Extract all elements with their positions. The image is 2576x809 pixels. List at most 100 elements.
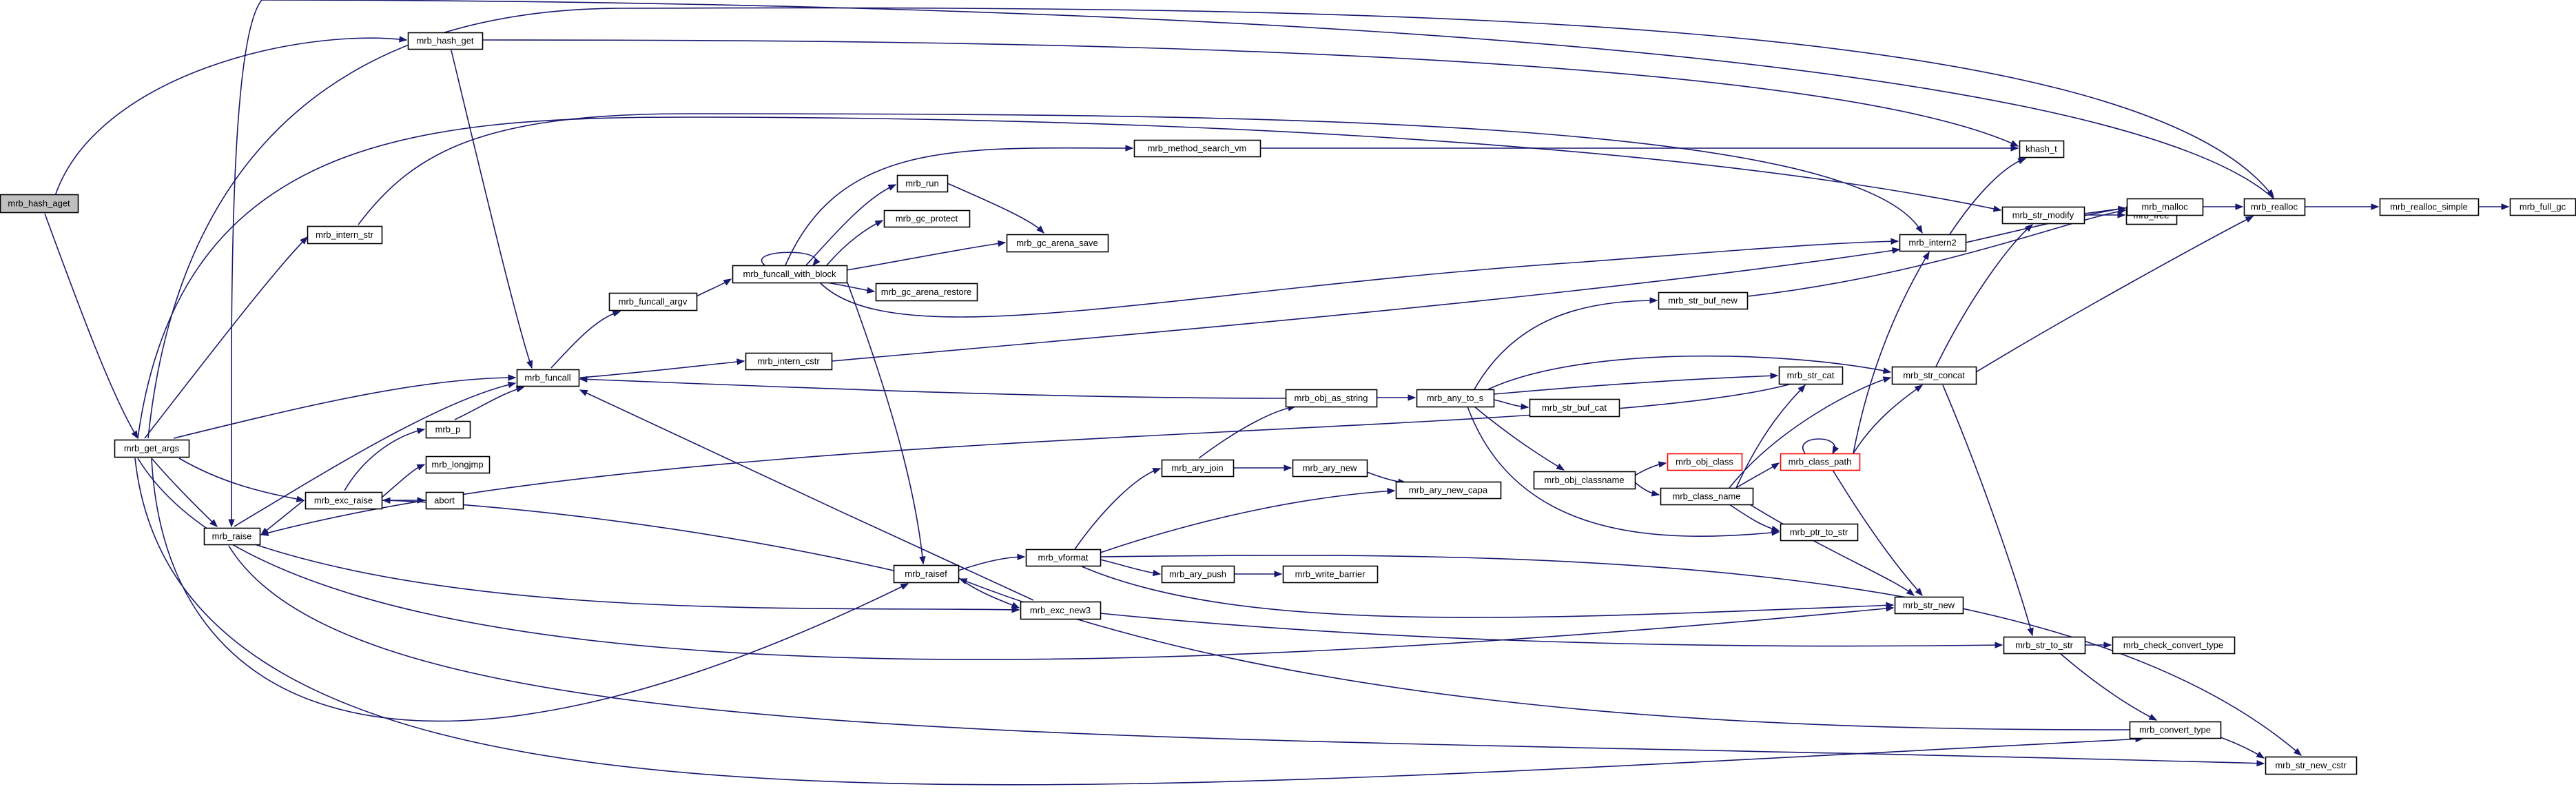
node-mrb_realloc_simple[interactable]: mrb_realloc_simple bbox=[2379, 198, 2480, 216]
node-mrb_ary_new[interactable]: mrb_ary_new bbox=[1292, 459, 1368, 478]
node-mrb_str_to_str[interactable]: mrb_str_to_str bbox=[2003, 636, 2086, 655]
node-mrb_ary_push[interactable]: mrb_ary_push bbox=[1161, 565, 1235, 584]
arrow-head-icon bbox=[919, 556, 926, 565]
node-mrb_str_new[interactable]: mrb_str_new bbox=[1894, 596, 1964, 615]
edge-line bbox=[230, 0, 2274, 527]
edge-mrb_exc_new3-to-mrb_str_to_str bbox=[1100, 613, 2003, 648]
node-mrb_hash_get[interactable]: mrb_hash_get bbox=[407, 32, 484, 50]
node-mrb_realloc[interactable]: mrb_realloc bbox=[2243, 198, 2306, 216]
node-mrb_class_path[interactable]: mrb_class_path bbox=[1780, 453, 1861, 471]
node-mrb_any_to_s[interactable]: mrb_any_to_s bbox=[1416, 389, 1495, 408]
arrow-head-icon bbox=[958, 578, 968, 585]
edge-mrb_raise-to-mrb_exc_new3 bbox=[254, 544, 1020, 613]
node-mrb_str_new_cstr[interactable]: mrb_str_new_cstr bbox=[2265, 756, 2358, 775]
edge-line bbox=[1198, 406, 1296, 459]
node-label: mrb_ary_new bbox=[1303, 463, 1357, 473]
arrow-head-icon bbox=[1771, 525, 1780, 532]
node-box bbox=[1894, 596, 1964, 615]
node-mrb_funcall_with_block[interactable]: mrb_funcall_with_block bbox=[732, 265, 848, 284]
node-mrb_vformat[interactable]: mrb_vformat bbox=[1025, 549, 1102, 567]
node-label: mrb_p bbox=[435, 424, 461, 435]
arrow-head-icon bbox=[228, 519, 235, 528]
node-mrb_str_modify[interactable]: mrb_str_modify bbox=[2001, 206, 2085, 225]
node-mrb_obj_as_string[interactable]: mrb_obj_as_string bbox=[1285, 389, 1378, 408]
edge-line bbox=[54, 37, 407, 196]
edge-mrb_p-to-mrb_funcall bbox=[454, 386, 525, 420]
node-mrb_intern_cstr[interactable]: mrb_intern_cstr bbox=[745, 352, 833, 371]
node-mrb_ary_join[interactable]: mrb_ary_join bbox=[1161, 459, 1235, 478]
node-mrb_ptr_to_str[interactable]: mrb_ptr_to_str bbox=[1780, 523, 1859, 542]
node-mrb_exc_raise[interactable]: mrb_exc_raise bbox=[305, 491, 383, 510]
node-mrb_raise[interactable]: mrb_raise bbox=[203, 527, 261, 546]
node-mrb_longjmp[interactable]: mrb_longjmp bbox=[425, 455, 491, 474]
arrow-head-icon bbox=[1886, 602, 1895, 609]
edge-mrb_class_name-to-mrb_str_new bbox=[1749, 504, 1915, 596]
node-mrb_str_concat[interactable]: mrb_str_concat bbox=[1891, 366, 1977, 385]
node-mrb_get_args[interactable]: mrb_get_args bbox=[114, 439, 190, 458]
edge-line bbox=[1942, 385, 2033, 636]
edge-mrb_intern_cstr-to-mrb_intern2 bbox=[831, 247, 1901, 362]
arrow-head-icon bbox=[508, 374, 517, 381]
node-mrb_p[interactable]: mrb_p bbox=[425, 420, 471, 439]
node-box bbox=[1899, 234, 1967, 252]
node-mrb_check_convert_type[interactable]: mrb_check_convert_type bbox=[2112, 636, 2236, 655]
edge-line bbox=[958, 556, 1025, 571]
node-khash_t[interactable]: khash_t bbox=[2019, 140, 2065, 158]
edge-mrb_vformat-to-mrb_str_new bbox=[1081, 566, 1895, 618]
node-box bbox=[307, 225, 383, 245]
edge-line bbox=[1802, 438, 1835, 454]
node-mrb_full_gc[interactable]: mrb_full_gc bbox=[2509, 198, 2576, 216]
edge-mrb_hash_aget-to-mrb_hash_get bbox=[54, 36, 408, 196]
node-label: mrb_realloc bbox=[2251, 202, 2298, 212]
arrow-head-icon bbox=[2256, 751, 2265, 759]
node-label: mrb_str_buf_new bbox=[1668, 296, 1738, 306]
call-graph-edges bbox=[44, 0, 2510, 786]
node-label: mrb_str_buf_cat bbox=[1542, 402, 1607, 413]
edge-line bbox=[1467, 406, 1780, 537]
edge-mrb_any_to_s-to-mrb_str_buf_new bbox=[1474, 297, 1658, 390]
node-mrb_str_buf_cat[interactable]: mrb_str_buf_cat bbox=[1529, 398, 1620, 418]
edge-line bbox=[847, 282, 924, 564]
node-mrb_intern2[interactable]: mrb_intern2 bbox=[1899, 234, 1967, 252]
node-mrb_gc_arena_restore[interactable]: mrb_gc_arena_restore bbox=[875, 283, 978, 302]
node-mrb_funcall[interactable]: mrb_funcall bbox=[516, 369, 580, 387]
node-abort[interactable]: abort bbox=[425, 491, 464, 510]
node-mrb_ary_new_capa[interactable]: mrb_ary_new_capa bbox=[1395, 481, 1502, 500]
arrow-head-icon bbox=[1036, 225, 1044, 234]
node-mrb_exc_new3[interactable]: mrb_exc_new3 bbox=[1020, 601, 1102, 620]
edge-mrb_funcall_with_block-to-mrb_gc_arena_save bbox=[846, 240, 1007, 271]
arrow-head-icon bbox=[612, 310, 621, 317]
node-mrb_funcall_argv[interactable]: mrb_funcall_argv bbox=[608, 292, 698, 311]
node-mrb_gc_arena_save[interactable]: mrb_gc_arena_save bbox=[1006, 234, 1109, 253]
node-mrb_convert_type[interactable]: mrb_convert_type bbox=[2129, 721, 2222, 739]
node-box bbox=[2243, 198, 2306, 216]
node-mrb_intern_str[interactable]: mrb_intern_str bbox=[307, 225, 383, 245]
node-box bbox=[2003, 636, 2086, 655]
node-box bbox=[2509, 198, 2576, 216]
node-box bbox=[1533, 471, 1636, 490]
node-mrb_obj_class[interactable]: mrb_obj_class bbox=[1667, 453, 1743, 471]
node-label: mrb_str_new bbox=[1903, 600, 1955, 611]
node-mrb_raisef[interactable]: mrb_raisef bbox=[893, 564, 960, 584]
node-mrb_write_barrier[interactable]: mrb_write_barrier bbox=[1282, 565, 1379, 584]
node-mrb_gc_protect[interactable]: mrb_gc_protect bbox=[883, 209, 971, 228]
node-mrb_str_cat[interactable]: mrb_str_cat bbox=[1778, 366, 1844, 385]
node-mrb_malloc[interactable]: mrb_malloc bbox=[2126, 198, 2204, 216]
node-mrb_hash_aget[interactable]: mrb_hash_aget bbox=[0, 194, 79, 214]
node-mrb_class_name[interactable]: mrb_class_name bbox=[1660, 487, 1754, 506]
node-label: mrb_intern2 bbox=[1908, 238, 1956, 248]
edge-line bbox=[579, 378, 1286, 399]
edge-mrb_get_args-to-mrb_raise bbox=[151, 458, 218, 527]
edge-line bbox=[44, 213, 138, 439]
node-mrb_run[interactable]: mrb_run bbox=[896, 174, 949, 193]
node-mrb_obj_classname[interactable]: mrb_obj_classname bbox=[1533, 471, 1636, 490]
arrow-head-icon bbox=[399, 36, 408, 43]
edge-mrb_vformat-to-mrb_ary_join bbox=[1074, 467, 1162, 550]
node-mrb_method_search_vm[interactable]: mrb_method_search_vm bbox=[1133, 139, 1261, 158]
edge-mrb_convert_type-to-mrb_raisef bbox=[958, 578, 2130, 730]
edge-mrb_ary_join-to-mrb_obj_as_string bbox=[1198, 404, 1297, 459]
edge-line bbox=[151, 458, 909, 722]
node-label: mrb_intern_cstr bbox=[757, 356, 820, 367]
node-mrb_str_buf_new[interactable]: mrb_str_buf_new bbox=[1658, 291, 1749, 310]
